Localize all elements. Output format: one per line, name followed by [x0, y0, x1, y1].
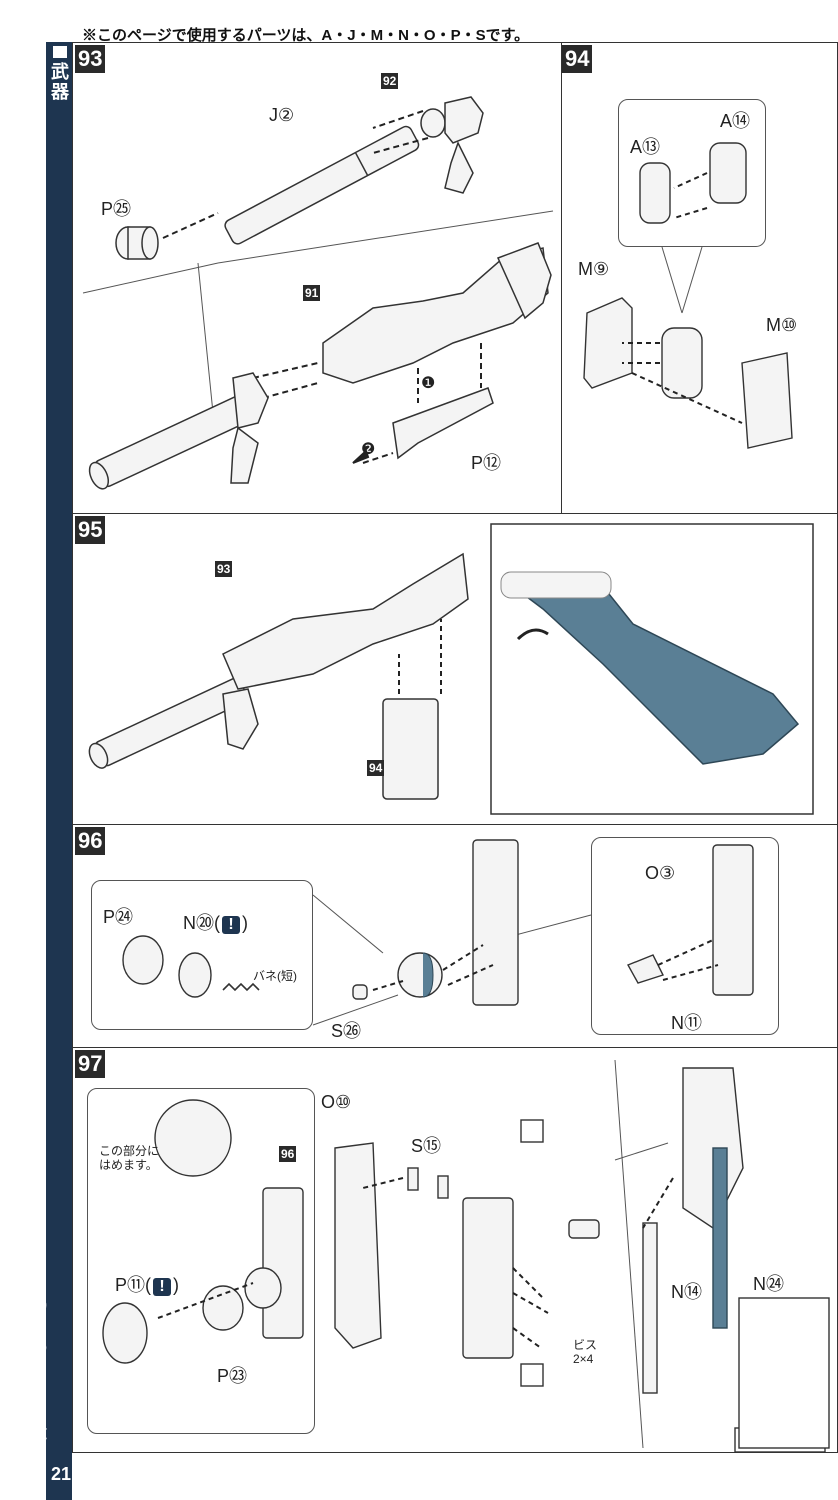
order-2: ❷ — [361, 441, 376, 458]
warning-icon: ! — [153, 1278, 171, 1296]
part-label-n20: N⑳(!) — [183, 913, 248, 934]
step-97-illustration — [102, 1059, 830, 1453]
part-label-n11: N⑪ — [671, 1013, 702, 1033]
spring-label: バネ(短) — [253, 969, 297, 983]
ref-96: 96 — [279, 1146, 297, 1162]
part-label-p25: P㉕ — [101, 199, 132, 219]
part-label-n24: N㉔ — [753, 1274, 784, 1294]
ref-92: 92 — [381, 73, 399, 89]
part-label-s15: S⑮ — [411, 1136, 442, 1156]
step-number: 95 — [75, 516, 106, 544]
step-94-panel: 94 A⑬ A⑭ M⑨ M⑩ — [561, 42, 838, 514]
step-93-panel: 93 — [72, 42, 562, 514]
step-95-panel: 95 93 94 — [72, 513, 838, 825]
ref-94: 94 — [367, 760, 385, 776]
step-96-panel: 96 P㉔ N⑳(!) バネ(短) S㉖ O③ N⑪ — [72, 824, 838, 1048]
part-label-p11: P⑪(!) — [115, 1275, 179, 1296]
part-label-m10: M⑩ — [766, 315, 798, 335]
part-label-p23: P㉓ — [217, 1366, 248, 1386]
step-97-panel: 97 — [72, 1047, 838, 1453]
part-label-s26: S㉖ — [331, 1021, 362, 1041]
step-number: 94 — [562, 45, 593, 73]
order-1: ❶ — [421, 375, 436, 392]
part-label-o10: O⑩ — [321, 1092, 352, 1112]
part-label-m9: M⑨ — [578, 259, 610, 279]
sidebar — [46, 42, 72, 1500]
part-label-a13: A⑬ — [630, 137, 661, 157]
step-93-illustration — [82, 96, 554, 490]
warning-icon: ! — [222, 916, 240, 934]
inset-note: この部分に はめます。 — [99, 1144, 160, 1172]
part-label-a14: A⑭ — [720, 111, 751, 131]
step-number: 97 — [75, 1050, 106, 1078]
step-96-illustration — [122, 839, 754, 1026]
part-label-j2: J② — [269, 105, 295, 125]
step-number: 93 — [75, 45, 106, 73]
step-95-illustration — [88, 523, 814, 815]
step-94-illustration — [583, 142, 793, 449]
part-label-n14: N⑭ — [671, 1282, 702, 1302]
screw-label: ビス 2×4 — [573, 1338, 598, 1366]
category-label: 武 器 — [48, 46, 72, 102]
part-label-o3: O③ — [645, 863, 676, 883]
section-title: WEAPONS — [20, 1293, 53, 1447]
ref-91: 91 — [303, 285, 321, 301]
part-label-p24: P㉔ — [103, 907, 134, 927]
parts-note: ※このページで使用するパーツは、A・J・M・N・O・P・Sです。 — [82, 27, 530, 44]
page-number: 21 — [50, 1464, 72, 1484]
part-label-p12: P⑫ — [471, 453, 502, 473]
ref-93: 93 — [215, 561, 233, 577]
step-number: 96 — [75, 827, 106, 855]
